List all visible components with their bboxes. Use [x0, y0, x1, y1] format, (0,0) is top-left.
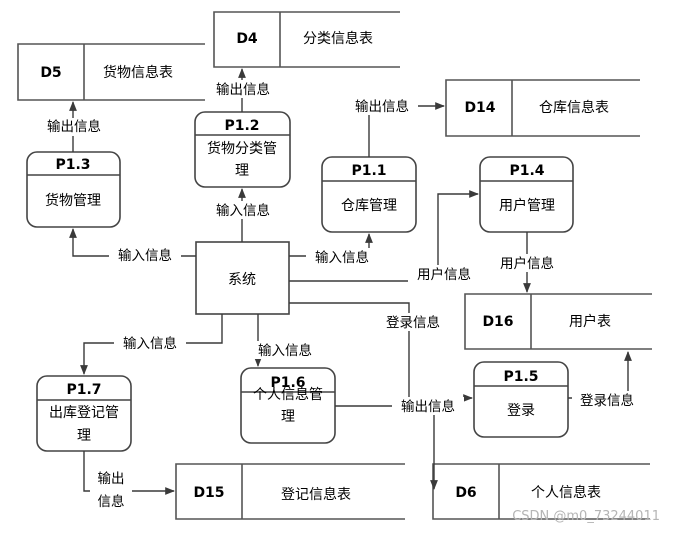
flow-system-to-p17: 输入信息 — [80, 314, 223, 375]
store-id: D5 — [40, 65, 61, 81]
store-name: 用户表 — [569, 313, 611, 330]
store-d4: D4 分类信息表 — [213, 11, 400, 68]
flow-label: 输入信息 — [123, 335, 177, 352]
flow-label: 输出信息 — [47, 118, 101, 135]
flow-p14-to-d16: 用户信息 — [490, 232, 564, 293]
flow-p16-to-d6: 输出信息 — [335, 397, 464, 490]
system-entity: 系统 — [195, 241, 290, 315]
watermark: CSDN @m0_73244011 — [512, 509, 660, 524]
store-name: 分类信息表 — [303, 30, 373, 47]
flow-p15-to-d16: 登录信息 — [568, 351, 642, 409]
store-d5: D5 货物信息表 — [17, 43, 205, 101]
process-p14: P1.4 用户管理 — [479, 156, 574, 233]
process-id: P1.3 — [55, 157, 90, 173]
process-name: 仓库管理 — [341, 198, 397, 214]
store-d14: D14 仓库信息表 — [445, 79, 640, 137]
process-name-line2: 理 — [281, 409, 295, 425]
flow-label: 用户信息 — [500, 255, 554, 272]
process-id: P1.5 — [503, 369, 538, 385]
flow-system-to-p14: 用户信息 — [289, 190, 480, 283]
process-p17: P1.7 出库登记管 理 — [36, 375, 132, 452]
flow-system-to-p16: 输入信息 — [249, 314, 321, 367]
process-p13: P1.3 货物管理 — [26, 151, 121, 228]
store-id: D4 — [236, 31, 258, 47]
flow-label: 输入信息 — [315, 249, 369, 266]
flow-label-line1: 输出 — [98, 471, 125, 487]
process-p15: P1.5 登录 — [473, 361, 569, 438]
flow-system-to-p13: 输入信息 — [69, 228, 196, 264]
flow-p13-to-d5: 输出信息 — [38, 101, 110, 152]
process-name: 登录 — [507, 403, 535, 419]
flow-p11-to-d14: 输出信息 — [346, 97, 445, 157]
flow-label: 输出信息 — [355, 98, 409, 115]
store-id: D16 — [482, 314, 513, 330]
process-id: P1.4 — [509, 163, 544, 179]
store-name: 个人信息表 — [531, 484, 601, 501]
flow-label: 输出信息 — [216, 81, 270, 98]
flow-system-to-p12: 输入信息 — [207, 188, 279, 242]
system-label: 系统 — [228, 272, 256, 288]
flow-p12-to-d4: 输出信息 — [208, 68, 278, 112]
process-id: P1.6 — [270, 375, 305, 391]
process-id: P1.1 — [351, 163, 386, 179]
store-name: 仓库信息表 — [539, 99, 609, 116]
flow-label: 登录信息 — [386, 314, 440, 331]
process-id: P1.7 — [66, 382, 101, 398]
process-name: 用户管理 — [499, 197, 555, 214]
flow-label-line2: 信息 — [98, 493, 125, 510]
process-name-line2: 理 — [235, 163, 249, 179]
store-name: 登记信息表 — [281, 486, 351, 503]
process-name-line1: 个人信息管 — [253, 386, 323, 403]
process-id: P1.2 — [224, 118, 259, 134]
flow-label: 输出信息 — [401, 398, 455, 415]
process-name-line1: 货物分类管 — [207, 140, 277, 157]
store-d6: D6 个人信息表 — [432, 463, 650, 520]
store-id: D15 — [193, 485, 224, 501]
store-name: 货物信息表 — [103, 64, 173, 81]
flow-p17-to-d15: 输出 信息 — [83, 451, 175, 511]
store-id: D14 — [464, 100, 495, 116]
process-p12: P1.2 货物分类管 理 — [194, 111, 291, 188]
flow-label: 输入信息 — [258, 342, 312, 359]
flow-label: 登录信息 — [580, 392, 634, 409]
process-name: 货物管理 — [45, 192, 101, 209]
flow-label: 用户信息 — [417, 266, 471, 283]
process-name-line2: 理 — [77, 428, 91, 444]
process-p11: P1.1 仓库管理 — [321, 156, 417, 233]
process-p16: P1.6 个人信息管 理 — [240, 367, 336, 444]
flow-system-to-p11: 输入信息 — [289, 233, 378, 266]
store-d16: D16 用户表 — [464, 293, 652, 350]
store-id: D6 — [455, 485, 476, 501]
process-name-line1: 出库登记管 — [49, 405, 119, 421]
store-d15: D15 登记信息表 — [175, 463, 405, 520]
flow-label: 输入信息 — [118, 247, 172, 264]
flow-label: 输入信息 — [216, 202, 270, 219]
